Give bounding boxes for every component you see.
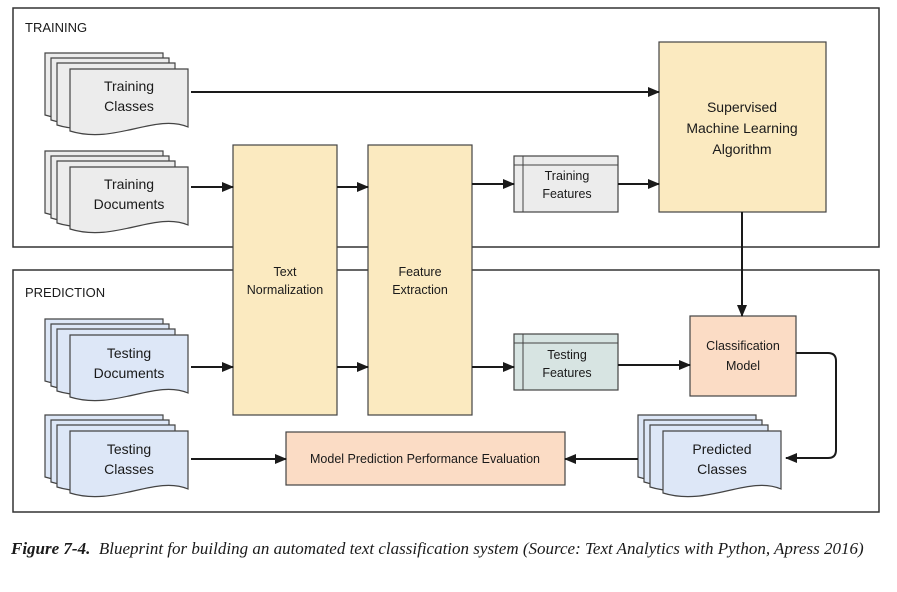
document-sheet — [69, 430, 189, 498]
diagram-canvas: TRAINING PREDICTION Training Classes Tra… — [12, 7, 880, 513]
classification-model-label-2: Model — [726, 359, 760, 373]
testing-documents-label-1: Testing — [107, 345, 151, 361]
training-section-label: TRAINING — [25, 20, 87, 35]
evaluation-box — [285, 431, 566, 486]
testing-classes-docs: Testing Classes — [44, 414, 189, 498]
training-classes-label-2: Classes — [104, 98, 154, 114]
training-classes-label-1: Training — [104, 78, 154, 94]
training-classes-docs: Training Classes — [44, 52, 189, 136]
training-features-box: Training Features — [513, 155, 619, 213]
prediction-section-label: PREDICTION — [25, 285, 105, 300]
testing-features-box: Testing Features — [513, 333, 619, 391]
supervised-ml-label-1: Supervised — [707, 99, 777, 115]
training-features-label-2: Features — [542, 187, 591, 201]
supervised-ml-label-2: Machine Learning — [686, 120, 797, 136]
caption-text: Blueprint for building an automated text… — [98, 539, 864, 558]
testing-features-label-1: Testing — [547, 348, 587, 362]
predicted-classes-label-2: Classes — [697, 461, 747, 477]
training-documents-docs: Training Documents — [44, 150, 189, 234]
feature-extraction-label-2: Extraction — [392, 283, 448, 297]
document-sheet — [69, 166, 189, 234]
testing-classes-label-1: Testing — [107, 441, 151, 457]
training-features-label-1: Training — [545, 169, 590, 183]
figure-caption: Figure 7-4. Blueprint for building an au… — [11, 538, 871, 560]
training-documents-label-1: Training — [104, 176, 154, 192]
predicted-classes-docs: Predicted Classes — [637, 414, 782, 498]
testing-classes-label-2: Classes — [104, 461, 154, 477]
testing-documents-label-2: Documents — [94, 365, 165, 381]
predicted-classes-label-1: Predicted — [692, 441, 751, 457]
feature-extraction-box — [367, 144, 473, 416]
training-documents-label-2: Documents — [94, 196, 165, 212]
classification-model-label-1: Classification — [706, 339, 780, 353]
text-normalization-box — [232, 144, 338, 416]
text-normalization-label-2: Normalization — [247, 283, 323, 297]
testing-documents-docs: Testing Documents — [44, 318, 189, 402]
arrow-model-to-predicted-classes — [785, 352, 837, 463]
supervised-ml-label-3: Algorithm — [712, 141, 771, 157]
text-normalization-label-1: Text — [274, 265, 297, 279]
caption-label: Figure 7-4. — [11, 539, 91, 558]
supervised-ml-box — [658, 41, 827, 213]
document-sheet — [69, 68, 189, 136]
classification-model-box — [689, 315, 797, 397]
testing-features-label-2: Features — [542, 366, 591, 380]
document-sheet — [662, 430, 782, 498]
feature-extraction-label-1: Feature — [398, 265, 441, 279]
document-sheet — [69, 334, 189, 402]
flow-arrows — [191, 87, 837, 464]
evaluation-label: Model Prediction Performance Evaluation — [310, 452, 540, 466]
